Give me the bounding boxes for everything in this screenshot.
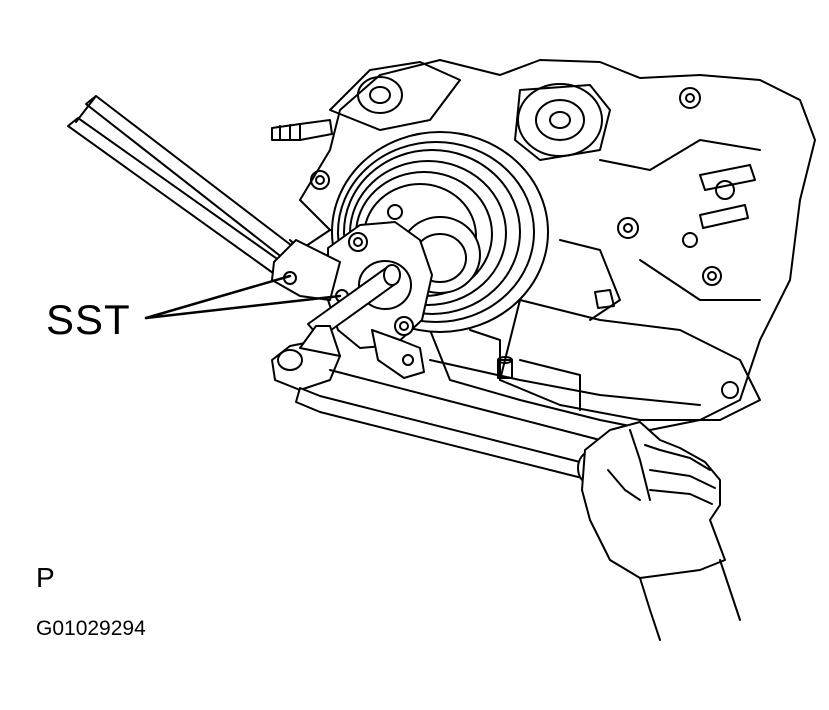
figure-code-label: G01029294: [36, 617, 146, 640]
sst-callout-label: SST: [46, 296, 131, 343]
view-marker-label: P: [36, 562, 55, 593]
hand: [581, 421, 741, 641]
sst-long-bar: [67, 95, 301, 279]
sst-leader-lines: [144, 274, 342, 320]
